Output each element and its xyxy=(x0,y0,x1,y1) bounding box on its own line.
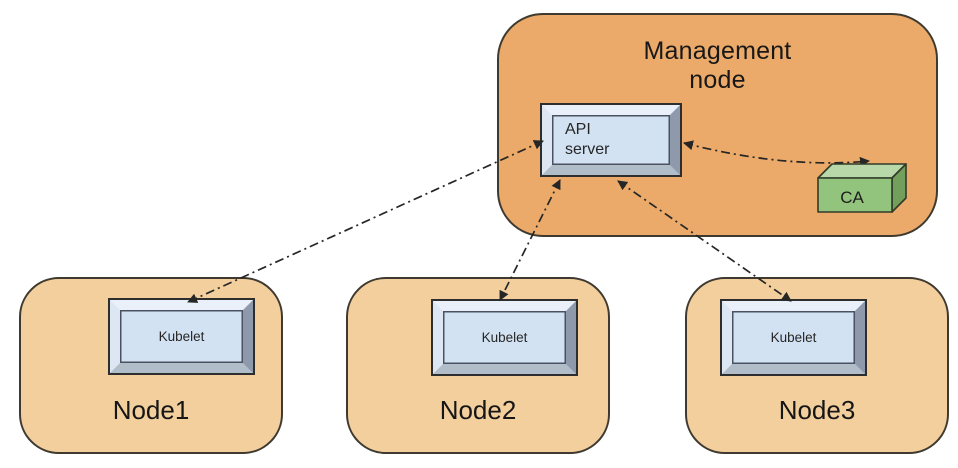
api-server-label-line2: server xyxy=(565,141,610,158)
api-server-label-line1: API xyxy=(565,121,591,138)
kubelet-label-node3: Kubelet xyxy=(770,330,817,345)
management-node-title-line2: node xyxy=(689,66,746,94)
management-node-title-line1: Management xyxy=(643,37,792,65)
kubelet-label-node2: Kubelet xyxy=(481,330,528,345)
api-server-label: API server xyxy=(552,120,609,160)
api-server-box: API server xyxy=(542,105,680,175)
kubelet-label-node1: Kubelet xyxy=(158,329,205,344)
kubelet-box-node1: Kubelet xyxy=(110,300,253,373)
kubelet-box-node2: Kubelet xyxy=(433,301,576,374)
node2-label: Node2 xyxy=(439,395,517,425)
kubelet-box-node3: Kubelet xyxy=(722,301,865,374)
node3-label: Node3 xyxy=(778,395,856,425)
node1-label: Node1 xyxy=(112,395,190,425)
management-node-title: Management node xyxy=(499,37,936,95)
